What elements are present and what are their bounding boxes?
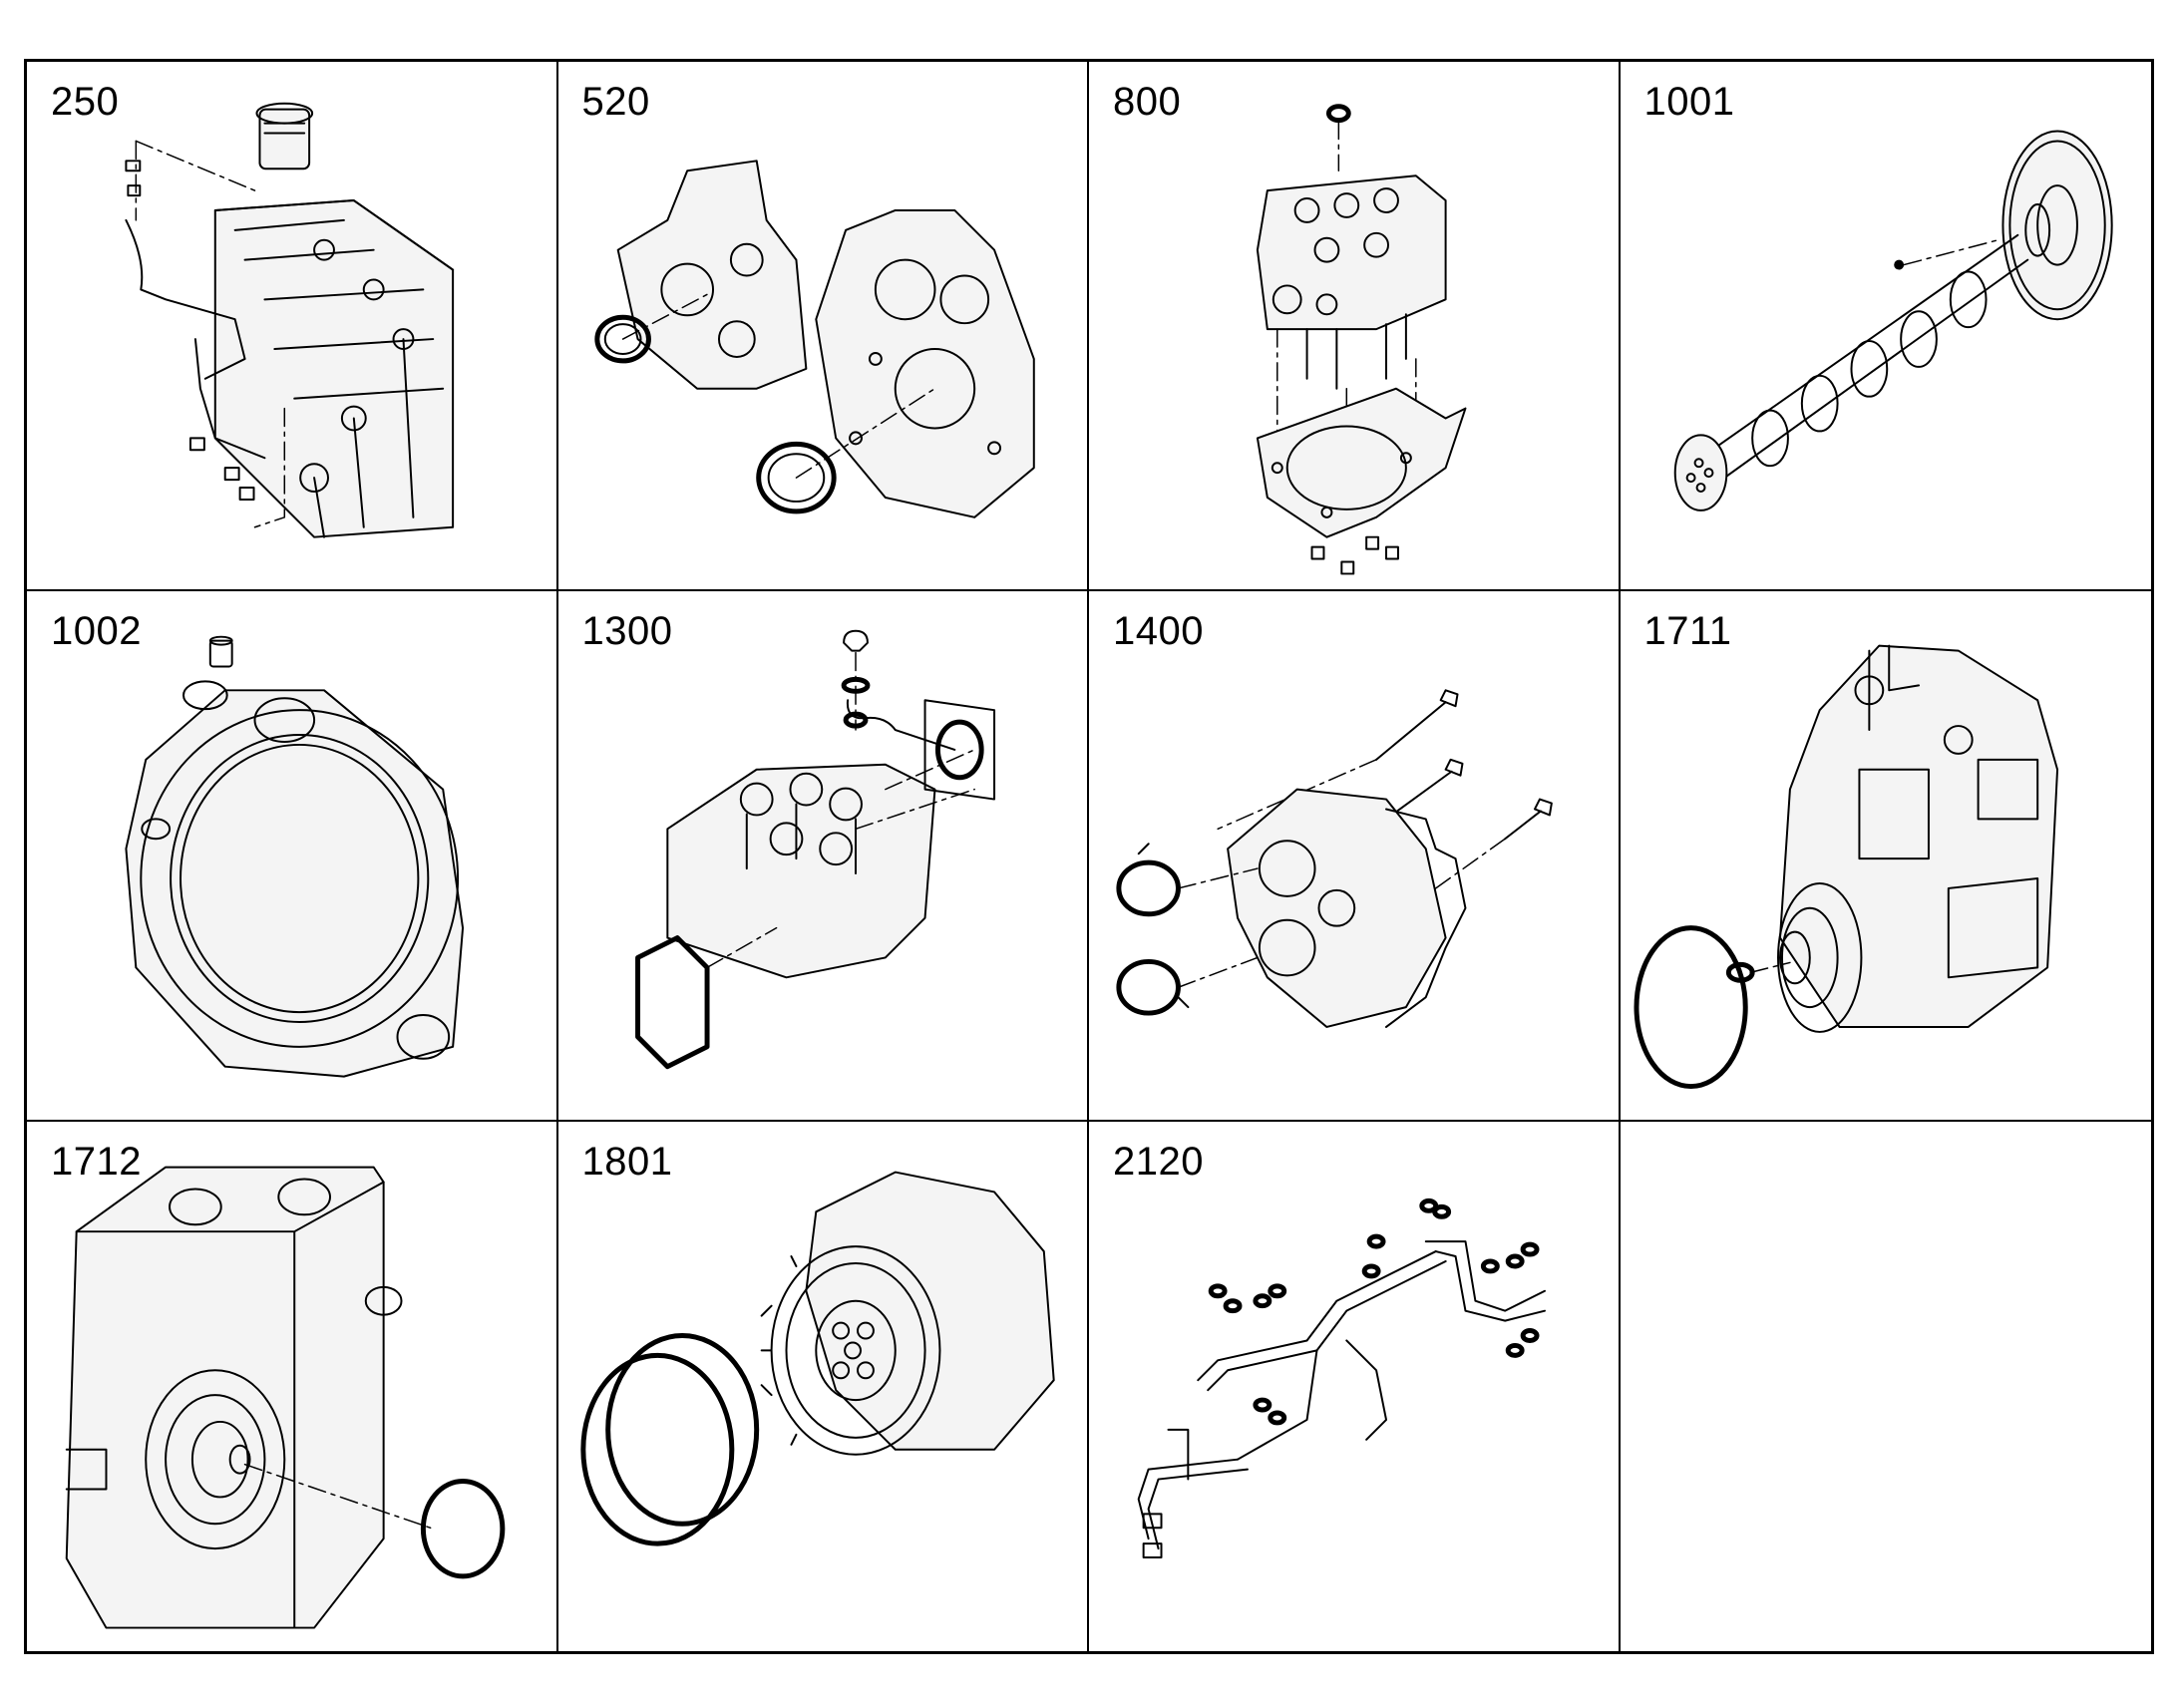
part-number: 800 [1113, 80, 1182, 124]
part-cell-1001[interactable]: 1001 [1620, 62, 2151, 592]
part-number: 2120 [1113, 1139, 1204, 1184]
part-cell-520[interactable]: 520 [557, 62, 1089, 592]
camshaft-gear-icon [1673, 130, 2113, 512]
fuel-lines-icon [1137, 1197, 1546, 1558]
part-number: 1002 [51, 609, 142, 654]
empty-cell [1621, 1122, 2152, 1651]
part-number: 1400 [1113, 609, 1204, 654]
cylinder-head-gasket-icon [1256, 104, 1467, 575]
part-number: 1300 [581, 609, 673, 654]
part-cell-1711[interactable]: 1711 [1620, 591, 2151, 1122]
parts-grid: 250 520 [24, 59, 2154, 1654]
part-cell-1801[interactable]: 1801 [558, 1121, 1089, 1651]
cylinder-block-oil-lines-icon [125, 102, 455, 538]
pump-module-oring-icon [65, 1166, 506, 1629]
part-number: 1712 [51, 1139, 142, 1184]
part-number: 520 [581, 80, 650, 124]
part-number: 1001 [1643, 80, 1735, 124]
flywheel-housing-icon [125, 636, 465, 1078]
cylinder-head-valves-icon [634, 630, 995, 1070]
part-cell-1400[interactable]: 1400 [1089, 591, 1621, 1122]
part-cell-800[interactable]: 800 [1089, 62, 1621, 592]
part-number: 1711 [1643, 609, 1732, 654]
part-number: 250 [51, 80, 120, 124]
part-number: 1801 [581, 1139, 673, 1184]
oil-pump-icon [1116, 689, 1553, 1029]
part-cell-250[interactable]: 250 [27, 62, 558, 592]
timing-case-with-seals-icon [593, 160, 1035, 518]
part-cell-1300[interactable]: 1300 [557, 591, 1089, 1122]
part-cell-1712[interactable]: 1712 [27, 1121, 558, 1651]
high-pressure-pump-icon [1634, 644, 2058, 1090]
part-cell-2120[interactable]: 2120 [1089, 1121, 1621, 1651]
part-cell-1002[interactable]: 1002 [27, 591, 558, 1122]
gear-drive-rings-icon [579, 1171, 1055, 1546]
